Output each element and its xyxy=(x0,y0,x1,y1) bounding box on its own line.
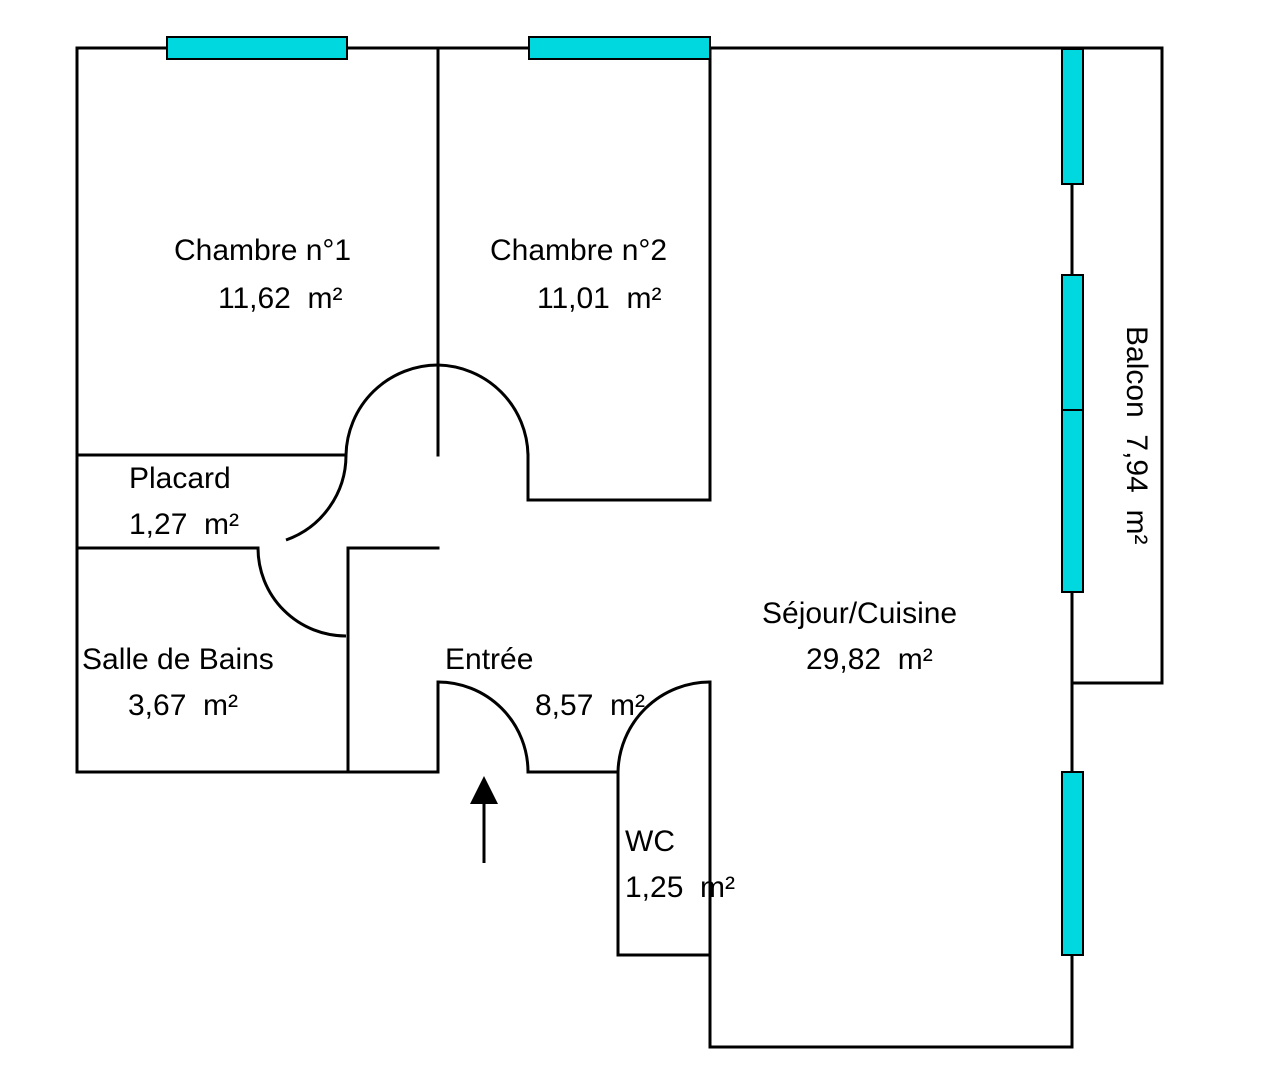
door-bath-swing xyxy=(256,547,347,638)
door-chambre1-swing xyxy=(344,363,439,456)
door-wc-swing xyxy=(616,680,711,773)
salle-de-bains-name: Salle de Bains xyxy=(82,643,274,676)
window-facade-bottom xyxy=(1061,771,1084,956)
window-facade-upper xyxy=(1061,274,1084,411)
window-facade-middle xyxy=(1061,409,1084,593)
sejour-cuisine-area: 29,82 m² xyxy=(806,643,933,676)
placard-name: Placard xyxy=(129,462,231,495)
wc-name: WC xyxy=(625,825,675,858)
chambre-1-area: 11,62 m² xyxy=(218,282,343,315)
chambre-2-area: 11,01 m² xyxy=(537,282,662,315)
windows xyxy=(166,36,1084,956)
salle-de-bains-area: 3,67 m² xyxy=(128,689,238,722)
up-arrow-icon xyxy=(470,776,498,863)
window-facade-top xyxy=(1061,48,1084,185)
chambre-2-name: Chambre n°2 xyxy=(490,234,667,267)
door-entry-swing xyxy=(437,680,530,773)
entree-name: Entrée xyxy=(445,643,533,676)
window-chambre1 xyxy=(166,36,348,60)
window-chambre2 xyxy=(528,36,711,60)
walls xyxy=(75,46,1164,1049)
door-chambre2-swing xyxy=(437,363,530,456)
balcon-label: Balcon 7,94 m² xyxy=(1120,326,1153,544)
chambre-1-name: Chambre n°1 xyxy=(174,234,351,267)
wc-area: 1,25 m² xyxy=(625,871,735,904)
room-labels: Chambre n°1 11,62 m² Chambre n°2 11,01 m… xyxy=(82,234,1153,904)
door-placard-swing xyxy=(285,454,348,542)
placard-area: 1,27 m² xyxy=(129,508,239,541)
door-swings xyxy=(256,363,711,773)
sejour-cuisine-name: Séjour/Cuisine xyxy=(762,597,957,630)
entree-area: 8,57 m² xyxy=(535,689,645,722)
